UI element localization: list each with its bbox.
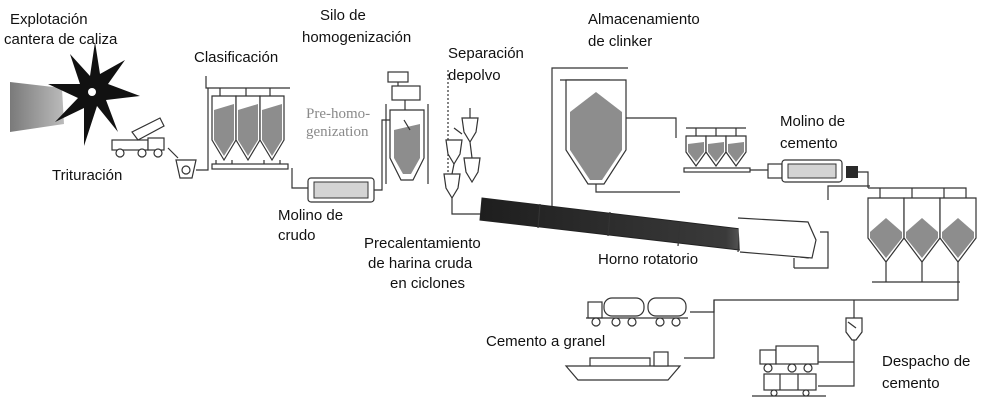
label-cement-mill: Molino de cemento <box>780 113 849 152</box>
label-dust-separation: Separación depolvo <box>448 45 528 84</box>
crusher-icon <box>167 147 197 179</box>
tanker-truck-icon <box>586 297 688 327</box>
label-pre-homogenization: Pre-homo- genization <box>306 106 374 140</box>
cyclone-tower <box>443 70 482 215</box>
label-clinker-storage: Almacenamiento de clinker <box>588 11 704 50</box>
label-dispatch: Despacho de cemento <box>882 353 975 392</box>
clinker-storage <box>551 67 680 206</box>
ship-icon <box>564 351 682 381</box>
dump-truck-icon <box>111 117 165 158</box>
label-rotary-kiln: Horno rotatorio <box>598 251 698 268</box>
rail-wagon-icon <box>752 373 826 397</box>
label-crushing: Trituración <box>52 167 122 184</box>
homogenization-silo <box>385 71 429 184</box>
quarry-rock-face <box>10 82 64 132</box>
distribution-lines <box>684 290 959 387</box>
label-quarry: Explotación cantera de caliza <box>4 11 118 48</box>
label-bulk-cement: Cemento a granel <box>486 333 605 350</box>
label-preheating: Precalentamiento de harina cruda en cicl… <box>364 235 485 292</box>
label-raw-mill: Molino de crudo <box>278 207 347 244</box>
quarry <box>10 42 140 146</box>
label-classification: Clasificación <box>194 49 278 66</box>
label-homogenization-silo: Silo de homogenización <box>302 7 411 46</box>
dispatch-hopper <box>845 317 863 341</box>
rotary-kiln <box>479 185 870 269</box>
cement-mill-silos <box>683 127 768 173</box>
cement-mill <box>767 159 869 188</box>
cement-silos <box>867 187 977 290</box>
raw-mill <box>307 119 390 203</box>
classification-silos <box>196 76 308 189</box>
delivery-truck-icon <box>759 345 819 373</box>
labels: Explotación cantera de caliza Trituració… <box>4 7 975 392</box>
